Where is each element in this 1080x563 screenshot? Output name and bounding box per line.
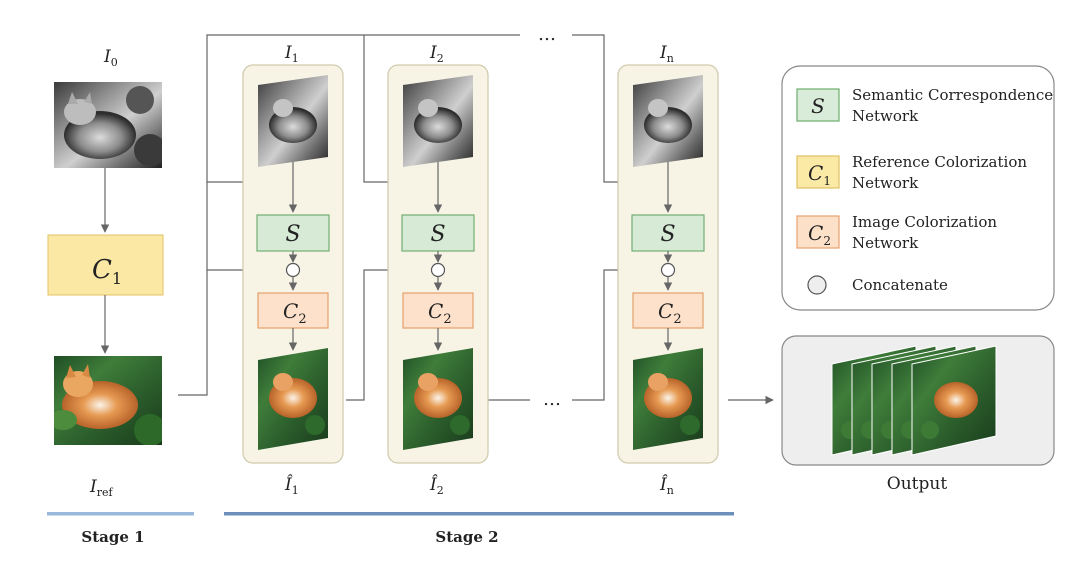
- column-colorized-frame: [403, 348, 473, 450]
- legend-text: Concatenate: [852, 276, 948, 294]
- column-input-label: In: [659, 43, 674, 65]
- semantic-correspondence-block: [401, 214, 475, 252]
- input-image-label: I0: [103, 47, 118, 69]
- c2-block-label: C2: [658, 299, 682, 327]
- concatenate-legend-icon: [807, 275, 827, 295]
- legend-text-line2: Network: [852, 174, 919, 192]
- column-colorized-frame: [258, 348, 328, 450]
- legend-symbol: C2: [808, 221, 831, 248]
- column-grayscale-frame: [633, 75, 703, 167]
- legend-swatch: [796, 155, 840, 189]
- legend-box: [781, 65, 1055, 311]
- semantic-correspondence-block: [256, 214, 330, 252]
- column-grayscale-frame: [258, 75, 328, 167]
- column-input-label: I2: [429, 43, 444, 65]
- legend-text-line2: Network: [852, 234, 919, 252]
- legend-item-4: Concatenate: [807, 275, 948, 295]
- legend-text: Image Colorization: [852, 213, 997, 231]
- column-colorized-frame: [633, 348, 703, 450]
- concatenate-node: [285, 262, 301, 278]
- bottom-ellipsis: …: [543, 389, 561, 410]
- column-output-label: Î1: [284, 474, 299, 497]
- c2-block-label: C2: [428, 299, 452, 327]
- stage1-bar: [47, 512, 194, 516]
- s-block-label: S: [430, 222, 445, 247]
- s-block-label: S: [285, 222, 300, 247]
- stage1-label: Stage 1: [81, 528, 144, 546]
- c2-block-label: C2: [283, 299, 307, 327]
- column-grayscale-frame: [403, 75, 473, 167]
- concatenate-node: [660, 262, 676, 278]
- legend-symbol: C1: [808, 161, 831, 188]
- concatenate-node: [430, 262, 446, 278]
- input-grayscale-image: [54, 82, 162, 168]
- top-ellipsis: …: [538, 24, 556, 45]
- c1-block-label: C1: [92, 255, 122, 288]
- s-block-label: S: [660, 222, 675, 247]
- stage2-bar: [224, 512, 734, 516]
- legend-symbol: S: [811, 94, 825, 118]
- stage2-label: Stage 2: [435, 528, 498, 546]
- column-output-label: În: [659, 474, 674, 497]
- output-frame-5: [911, 345, 997, 456]
- legend-swatch: [796, 215, 840, 249]
- image-colorization-block: [257, 292, 329, 329]
- image-colorization-block: [632, 292, 704, 329]
- stage1-group: I0 C1 Iref Stage 1: [47, 47, 194, 546]
- legend-swatch: [796, 88, 840, 122]
- reference-image-label: Iref: [89, 477, 113, 499]
- output-label: Output: [887, 474, 948, 494]
- column-input-label: I1: [284, 43, 299, 65]
- legend-text: Semantic Correspondence: [852, 86, 1053, 104]
- output-image-stack: [831, 345, 997, 456]
- reference-color-image: [54, 356, 162, 445]
- legend-text-line2: Network: [852, 107, 919, 125]
- legend-text: Reference Colorization: [852, 153, 1027, 171]
- column-output-label: Î2: [429, 474, 444, 497]
